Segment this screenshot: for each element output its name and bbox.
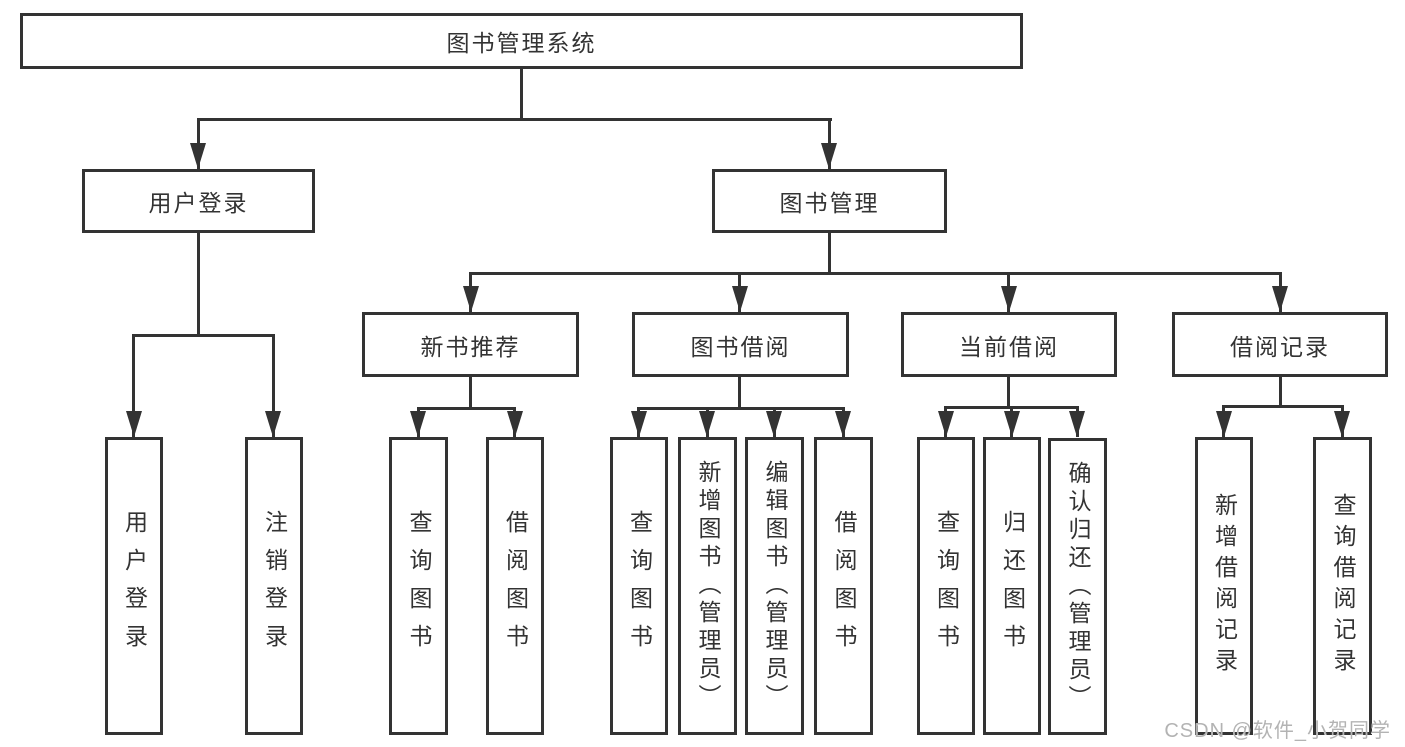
connector-book-management-branch bbox=[469, 272, 1282, 275]
root-node-label: 图书管理系统 bbox=[446, 30, 597, 56]
leaf-node-return-book: 归还图书 bbox=[983, 437, 1041, 735]
leaf-node-query-books-recommend: 查询图书 bbox=[389, 437, 448, 735]
leaf-label: 归还图书 bbox=[999, 510, 1026, 662]
leaf-label: 借阅图书 bbox=[502, 510, 529, 662]
leaf-node-user-login: 用户登录 bbox=[105, 437, 163, 735]
connector-book-borrow-branch bbox=[637, 407, 845, 410]
connector-user-login-branch bbox=[132, 334, 274, 337]
arrowhead-down-icon bbox=[835, 411, 851, 437]
level3-node-label: 借阅记录 bbox=[1230, 333, 1330, 360]
connector-to-leaf-user-login bbox=[132, 334, 135, 437]
level3-node-borrow-records: 借阅记录 bbox=[1172, 312, 1388, 377]
arrowhead-down-icon bbox=[821, 143, 837, 169]
connector-new-book-branch bbox=[417, 407, 516, 410]
arrowhead-down-icon bbox=[1334, 411, 1350, 437]
level3-node-label: 新书推荐 bbox=[420, 333, 521, 360]
leaf-node-borrow-books-borrow: 借阅图书 bbox=[814, 437, 873, 735]
connector-borrow-records-stub bbox=[1279, 377, 1282, 408]
leaf-label: 查询图书 bbox=[933, 510, 960, 662]
arrowhead-down-icon bbox=[938, 411, 954, 437]
leaf-label: 用户登录 bbox=[121, 510, 148, 662]
level3-node-current-borrow: 当前借阅 bbox=[901, 312, 1117, 377]
connector-root-branch bbox=[197, 118, 832, 121]
connector-root-stub bbox=[520, 69, 523, 121]
leaf-label: 新增图书（管理员） bbox=[695, 460, 721, 712]
leaf-node-edit-book-admin: 编辑图书（管理员） bbox=[745, 437, 804, 735]
arrowhead-down-icon bbox=[1004, 411, 1020, 437]
leaf-node-query-borrow-record: 查询借阅记录 bbox=[1313, 437, 1372, 735]
level3-node-label: 图书借阅 bbox=[690, 333, 791, 360]
root-node-library-system: 图书管理系统 bbox=[20, 13, 1023, 69]
arrowhead-down-icon bbox=[507, 411, 523, 437]
connector-current-borrow-stub bbox=[1007, 377, 1010, 409]
leaf-node-add-book-admin: 新增图书（管理员） bbox=[678, 437, 737, 735]
level3-node-book-borrow: 图书借阅 bbox=[632, 312, 849, 377]
leaf-node-query-books-current: 查询图书 bbox=[917, 437, 975, 735]
level2-node-user-login: 用户登录 bbox=[82, 169, 315, 233]
connector-book-borrow-stub bbox=[738, 377, 741, 410]
csdn-watermark: CSDN @软件_小贺同学 bbox=[1164, 720, 1391, 742]
connector-to-leaf-logout bbox=[272, 334, 275, 437]
leaf-node-add-borrow-record: 新增借阅记录 bbox=[1195, 437, 1253, 735]
leaf-label: 查询借阅记录 bbox=[1330, 493, 1356, 679]
connector-book-management-stub bbox=[828, 233, 831, 275]
connector-new-book-stub bbox=[469, 377, 472, 410]
level2-node-label: 图书管理 bbox=[779, 190, 880, 216]
leaf-label: 确认归还（管理员） bbox=[1065, 460, 1091, 713]
arrowhead-down-icon bbox=[265, 411, 281, 437]
leaf-label: 查询图书 bbox=[406, 510, 432, 662]
level2-node-book-management: 图书管理 bbox=[712, 169, 947, 233]
arrowhead-down-icon bbox=[1216, 411, 1232, 437]
leaf-node-borrow-books-recommend: 借阅图书 bbox=[486, 437, 544, 735]
arrowhead-down-icon bbox=[766, 411, 782, 437]
leaf-label: 新增借阅记录 bbox=[1211, 493, 1238, 679]
level3-node-new-book-recommend: 新书推荐 bbox=[362, 312, 579, 377]
arrowhead-down-icon bbox=[631, 411, 647, 437]
connector-borrow-records-branch bbox=[1222, 405, 1344, 408]
leaf-label: 注销登录 bbox=[261, 510, 288, 662]
arrowhead-down-icon bbox=[126, 411, 142, 437]
leaf-label: 借阅图书 bbox=[831, 510, 857, 662]
level3-node-label: 当前借阅 bbox=[959, 333, 1059, 360]
level2-node-label: 用户登录 bbox=[148, 190, 249, 216]
arrowhead-down-icon bbox=[1001, 286, 1017, 312]
leaf-label: 编辑图书（管理员） bbox=[762, 460, 788, 712]
arrowhead-down-icon bbox=[463, 286, 479, 312]
connector-user-login-stub bbox=[197, 233, 200, 337]
leaf-label: 查询图书 bbox=[626, 510, 653, 662]
arrowhead-down-icon bbox=[1069, 411, 1085, 437]
arrowhead-down-icon bbox=[732, 286, 748, 312]
arrowhead-down-icon bbox=[1272, 286, 1288, 312]
leaf-node-query-books-borrow: 查询图书 bbox=[610, 437, 668, 735]
leaf-node-confirm-return-admin: 确认归还（管理员） bbox=[1048, 438, 1107, 735]
arrowhead-down-icon bbox=[190, 143, 206, 169]
arrowhead-down-icon bbox=[410, 411, 426, 437]
arrowhead-down-icon bbox=[699, 411, 715, 437]
leaf-node-logout: 注销登录 bbox=[245, 437, 303, 735]
